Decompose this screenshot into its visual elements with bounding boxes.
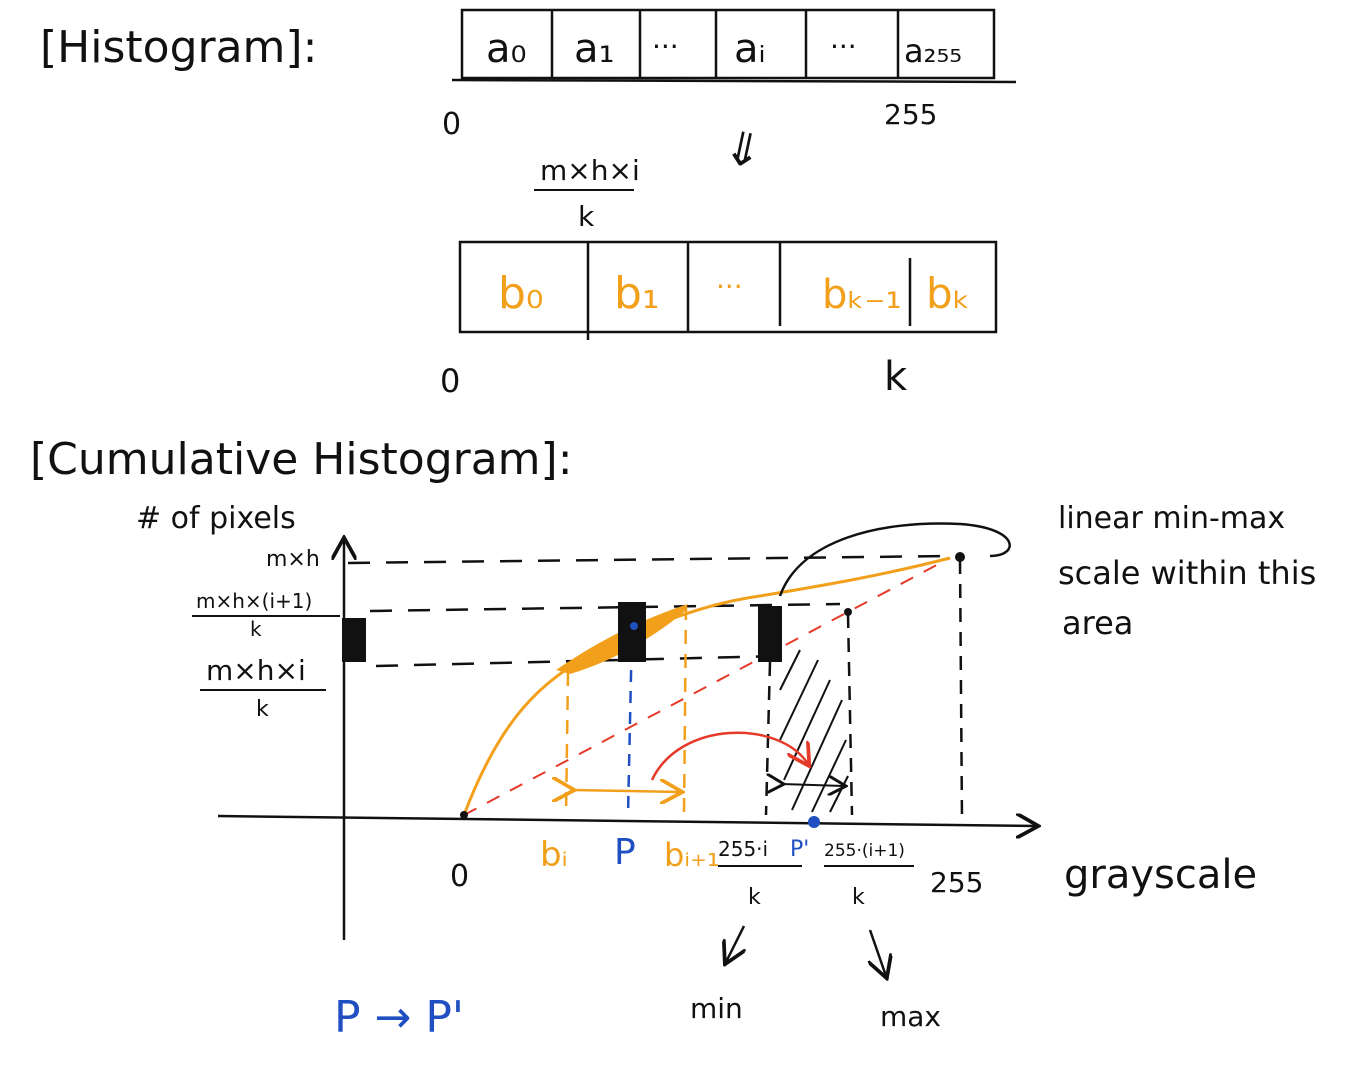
bottom-bin-ellipsis: ··· (716, 270, 743, 303)
y-tick-mxh: m×h (266, 547, 320, 572)
bin-size-fraction-denominator: k (578, 200, 595, 233)
p-curve-point (630, 622, 638, 630)
bottom-bin-b1: b₁ (614, 268, 660, 319)
linear-reference-line (463, 557, 951, 816)
x-tick-max-denominator: k (852, 885, 865, 910)
top-axis-start: 0 (442, 107, 461, 142)
x-tick-zero: 0 (450, 859, 469, 894)
bin-size-fraction-numerator: m×h×i (540, 154, 640, 187)
bottom-bins-array (458, 240, 998, 340)
x-tick-end: 255 (930, 866, 983, 899)
scale-area-hatching (779, 649, 849, 813)
annotation-line-2: scale within this (1058, 554, 1316, 592)
bottom-bin-b0: b₀ (498, 268, 544, 319)
mapping-arrow (650, 731, 808, 781)
y-axis-label: # of pixels (136, 501, 296, 536)
top-axis-end: 255 (884, 98, 937, 131)
bottom-bin-bk: bₖ (926, 269, 971, 318)
top-bin-a255: a₂₅₅ (904, 32, 962, 70)
x-tick-max-numerator: 255·(i+1) (824, 841, 905, 861)
cumulative-title: [Cumulative Histogram]: (30, 434, 573, 485)
y-tick-upper-numerator: m×h×(i+1) (196, 589, 312, 613)
x-tick-p-prime: P' (790, 837, 809, 862)
end-curve-point (955, 552, 965, 562)
x-axis-label: grayscale (1064, 852, 1257, 898)
y-tick-lower-numerator: m×h×i (206, 654, 306, 687)
bottom-bin-bk-1: bₖ₋₁ (822, 272, 902, 318)
bin-width-arrow (572, 790, 680, 792)
top-bin-a0: a₀ (486, 26, 527, 72)
x-tick-min-numerator: 255·i (718, 837, 768, 861)
target-width-arrow (782, 784, 844, 786)
top-bin-ai: aᵢ (734, 26, 766, 72)
top-bin-a1: a₁ (574, 26, 615, 72)
horizontal-guides (347, 554, 951, 668)
x-axis (217, 816, 1036, 826)
down-double-arrow-icon: ⇓ (719, 119, 768, 180)
target-interval-verticals (764, 559, 964, 821)
y-tick-lower-denominator: k (256, 697, 269, 722)
max-label: max (880, 1000, 941, 1033)
annotation-line-1: linear min-max (1058, 501, 1285, 536)
top-bin-ellipsis-1: ··· (652, 30, 679, 63)
target-interval-marker (758, 606, 782, 662)
p-prime-point (808, 816, 820, 828)
max-arrow-icon (870, 929, 886, 976)
max-curve-point (844, 608, 852, 616)
x-tick-bi-plus-1: bᵢ₊₁ (664, 836, 720, 874)
bottom-axis-end: k (884, 354, 908, 400)
top-bin-ellipsis-2: ··· (830, 30, 857, 63)
x-tick-p: P (614, 832, 636, 873)
histogram-title: [Histogram]: (40, 22, 317, 73)
bin-interval-marker (618, 602, 646, 662)
x-tick-bi: bᵢ (540, 835, 568, 875)
mapping-text: P → P' (334, 992, 464, 1043)
annotation-pointer-arc (778, 522, 1011, 597)
origin-point (460, 811, 468, 819)
bottom-axis-start: 0 (440, 362, 460, 400)
x-tick-min-denominator: k (748, 885, 761, 910)
annotation-line-3: area (1062, 604, 1133, 642)
y-tick-upper-denominator: k (250, 617, 262, 641)
top-bins-array (451, 8, 1017, 84)
min-label: min (690, 992, 743, 1025)
min-arrow-icon (726, 925, 744, 962)
y-axis-interval-marker (342, 618, 366, 662)
